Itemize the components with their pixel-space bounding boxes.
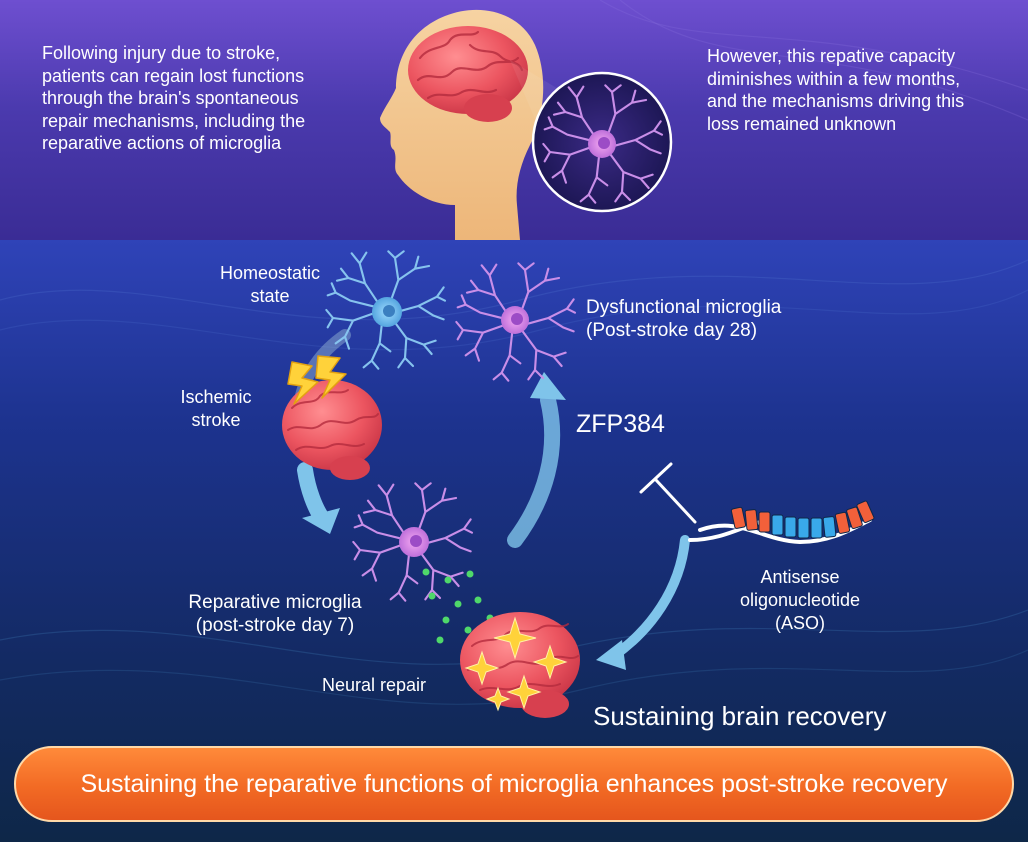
conclusion-banner-text: Sustaining the reparative functions of m… [80,769,948,798]
dysfunctional-label-line: (Post-stroke day 28) [586,320,758,341]
reparative-microglia-icon [352,482,474,602]
zfp384-label: ZFP384 [576,410,665,438]
aso-label-line: (ASO) [774,613,825,633]
ischemic-stroke-label: Ischemic stroke [166,386,266,432]
reparative-label-line: Reparative microglia [188,592,362,613]
sustaining-recovery-label: Sustaining brain recovery [593,701,887,731]
intro-left-text: Following injury due to stroke, patients… [42,42,362,155]
reparative-microglia-label: Reparative microglia (post-stroke day 7) [170,591,380,637]
intro-right-line: However, this repative capacity [707,46,956,66]
aso-strand-icon [688,500,875,545]
aso-label-line: Antisense [760,567,840,587]
intro-left-line: through the brain's spontaneous [42,88,299,108]
homeostatic-label-line: state [250,286,290,306]
reparative-label-line: (post-stroke day 7) [195,615,355,636]
intro-left-line: repair mechanisms, including the [42,110,306,131]
dysfunctional-microglia-label: Dysfunctional microglia (Post-stroke day… [586,296,846,342]
dysfunctional-microglia-icon [455,262,577,382]
green-dots [422,568,494,644]
homeostatic-microglia-icon [325,250,447,370]
ischemic-label-line: stroke [191,410,241,430]
intro-left-line: patients can regain lost functions [42,65,305,86]
recovering-brain-icon [460,612,580,718]
head-brain-icon [408,26,528,122]
neural-repair-label: Neural repair [322,675,427,695]
homeostatic-label-line: Homeostatic [219,263,321,283]
aso-label-line: oligonucleotide [739,590,861,610]
intro-right-line: diminishes within a few months, [707,68,961,89]
lightning-icon [287,355,347,405]
intro-right-line: loss remained unknown [707,113,897,134]
aso-label: Antisense oligonucleotide (ASO) [730,566,870,635]
homeostatic-label: Homeostatic state [200,262,340,308]
intro-left-line: Following injury due to stroke, [42,43,281,63]
ischemic-brain-icon [282,380,382,480]
background-waves [0,0,1028,705]
intro-right-text: However, this repative capacity diminish… [707,45,1007,135]
sparkle-icons [464,616,568,712]
ischemic-label-line: Ischemic [180,387,252,407]
inhibition-symbol [639,462,697,524]
microglia-inset-circle [531,71,673,213]
intro-right-line: and the mechanisms driving this [707,91,965,111]
cycle-arrows [294,329,690,670]
dysfunctional-label-line: Dysfunctional microglia [586,297,782,318]
intro-left-line: reparative actions of microglia [42,133,282,153]
conclusion-banner: Sustaining the reparative functions of m… [14,746,1014,822]
